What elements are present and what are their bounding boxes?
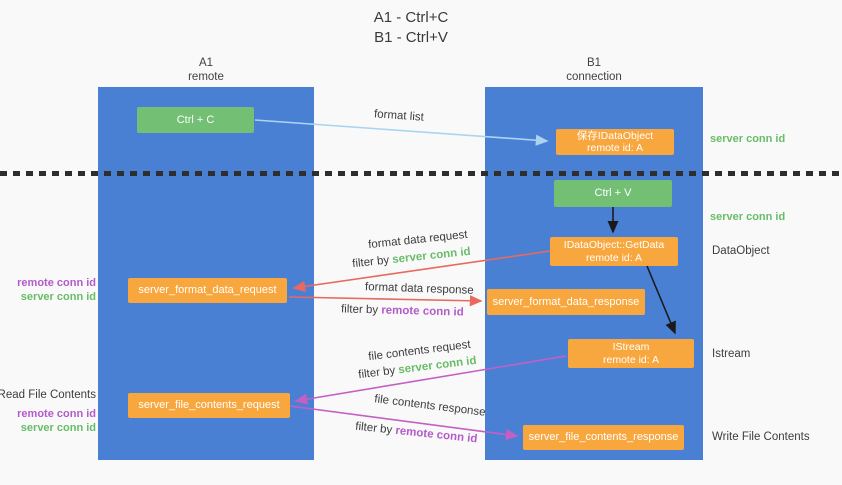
lane-header-a1: A1 remote xyxy=(146,56,266,84)
node-server-file-contents-request: server_file_contents_request xyxy=(128,393,290,418)
title-line-1: A1 - Ctrl+C xyxy=(373,9,449,26)
node-istream: IStream remote id: A xyxy=(568,339,694,368)
node-istream-line2: remote id: A xyxy=(602,353,660,366)
annotation-write-file-contents: Write File Contents xyxy=(712,431,810,443)
node-format-response-label: server_format_data_response xyxy=(492,295,640,308)
node-format-request-label: server_format_data_request xyxy=(138,284,277,296)
node-server-format-data-request: server_format_data_request xyxy=(128,278,287,303)
filter-value-remote-conn-id: remote conn id xyxy=(381,304,464,319)
annotation-save-server-conn-id: server conn id xyxy=(710,133,786,145)
node-server-file-contents-response: server_file_contents_response xyxy=(523,425,684,450)
annotation-ctrlv-server-conn-id: server conn id xyxy=(710,211,786,223)
node-istream-line1: IStream xyxy=(612,341,650,353)
format-data-response-arrow xyxy=(288,295,483,307)
node-server-format-data-response: server_format_data_response xyxy=(487,289,645,315)
annotation-read-file-contents: Read File Contents xyxy=(0,389,96,401)
node-file-response-label: server_file_contents_response xyxy=(528,431,679,443)
format-list-arrow xyxy=(254,119,549,146)
node-ctrl-v-label: Ctrl + V xyxy=(594,187,632,199)
filter-by-text: filter by xyxy=(340,303,382,317)
file-contents-response-arrow xyxy=(289,405,519,441)
node-idataobject-getdata: IDataObject::GetData remote id: A xyxy=(550,237,678,266)
annotation-istream: Istream xyxy=(712,348,751,360)
title-line-2: B1 - Ctrl+V xyxy=(374,29,448,46)
annotation-dataobject: DataObject xyxy=(712,245,770,257)
node-file-request-label: server_file_contents_request xyxy=(138,399,280,411)
node-save-dataobject-line1: 保存IDataObject xyxy=(576,129,654,142)
annotation-file-server-conn-id: server conn id xyxy=(20,422,96,434)
copy-paste-divider xyxy=(0,171,842,176)
node-ctrl-v: Ctrl + V xyxy=(554,180,672,207)
lane-a1-name: A1 xyxy=(198,57,214,69)
annotation-format-server-conn-id: server conn id xyxy=(20,291,96,303)
annotation-file-remote-conn-id: remote conn id xyxy=(17,408,96,420)
format-data-request-arrow xyxy=(292,250,551,292)
node-save-dataobject: 保存IDataObject remote id: A xyxy=(556,129,674,155)
node-getdata-line1: IDataObject::GetData xyxy=(563,239,665,251)
node-save-dataobject-line2: remote id: A xyxy=(586,142,644,154)
file-contents-request-arrow xyxy=(294,355,567,405)
annotation-format-remote-conn-id: remote conn id xyxy=(17,277,96,289)
lane-a1-subtitle: remote xyxy=(188,71,224,83)
diagram-title: A1 - Ctrl+C B1 - Ctrl+V xyxy=(311,8,511,48)
lane-header-b1: B1 connection xyxy=(534,56,654,84)
node-ctrl-c-label: Ctrl + C xyxy=(176,113,215,126)
getdata-to-istream-arrow xyxy=(646,265,676,335)
lane-b1-subtitle: connection xyxy=(566,71,622,83)
node-ctrl-c: Ctrl + C xyxy=(137,107,254,133)
node-getdata-line2: remote id: A xyxy=(585,251,643,264)
lane-b1-name: B1 xyxy=(586,57,602,69)
